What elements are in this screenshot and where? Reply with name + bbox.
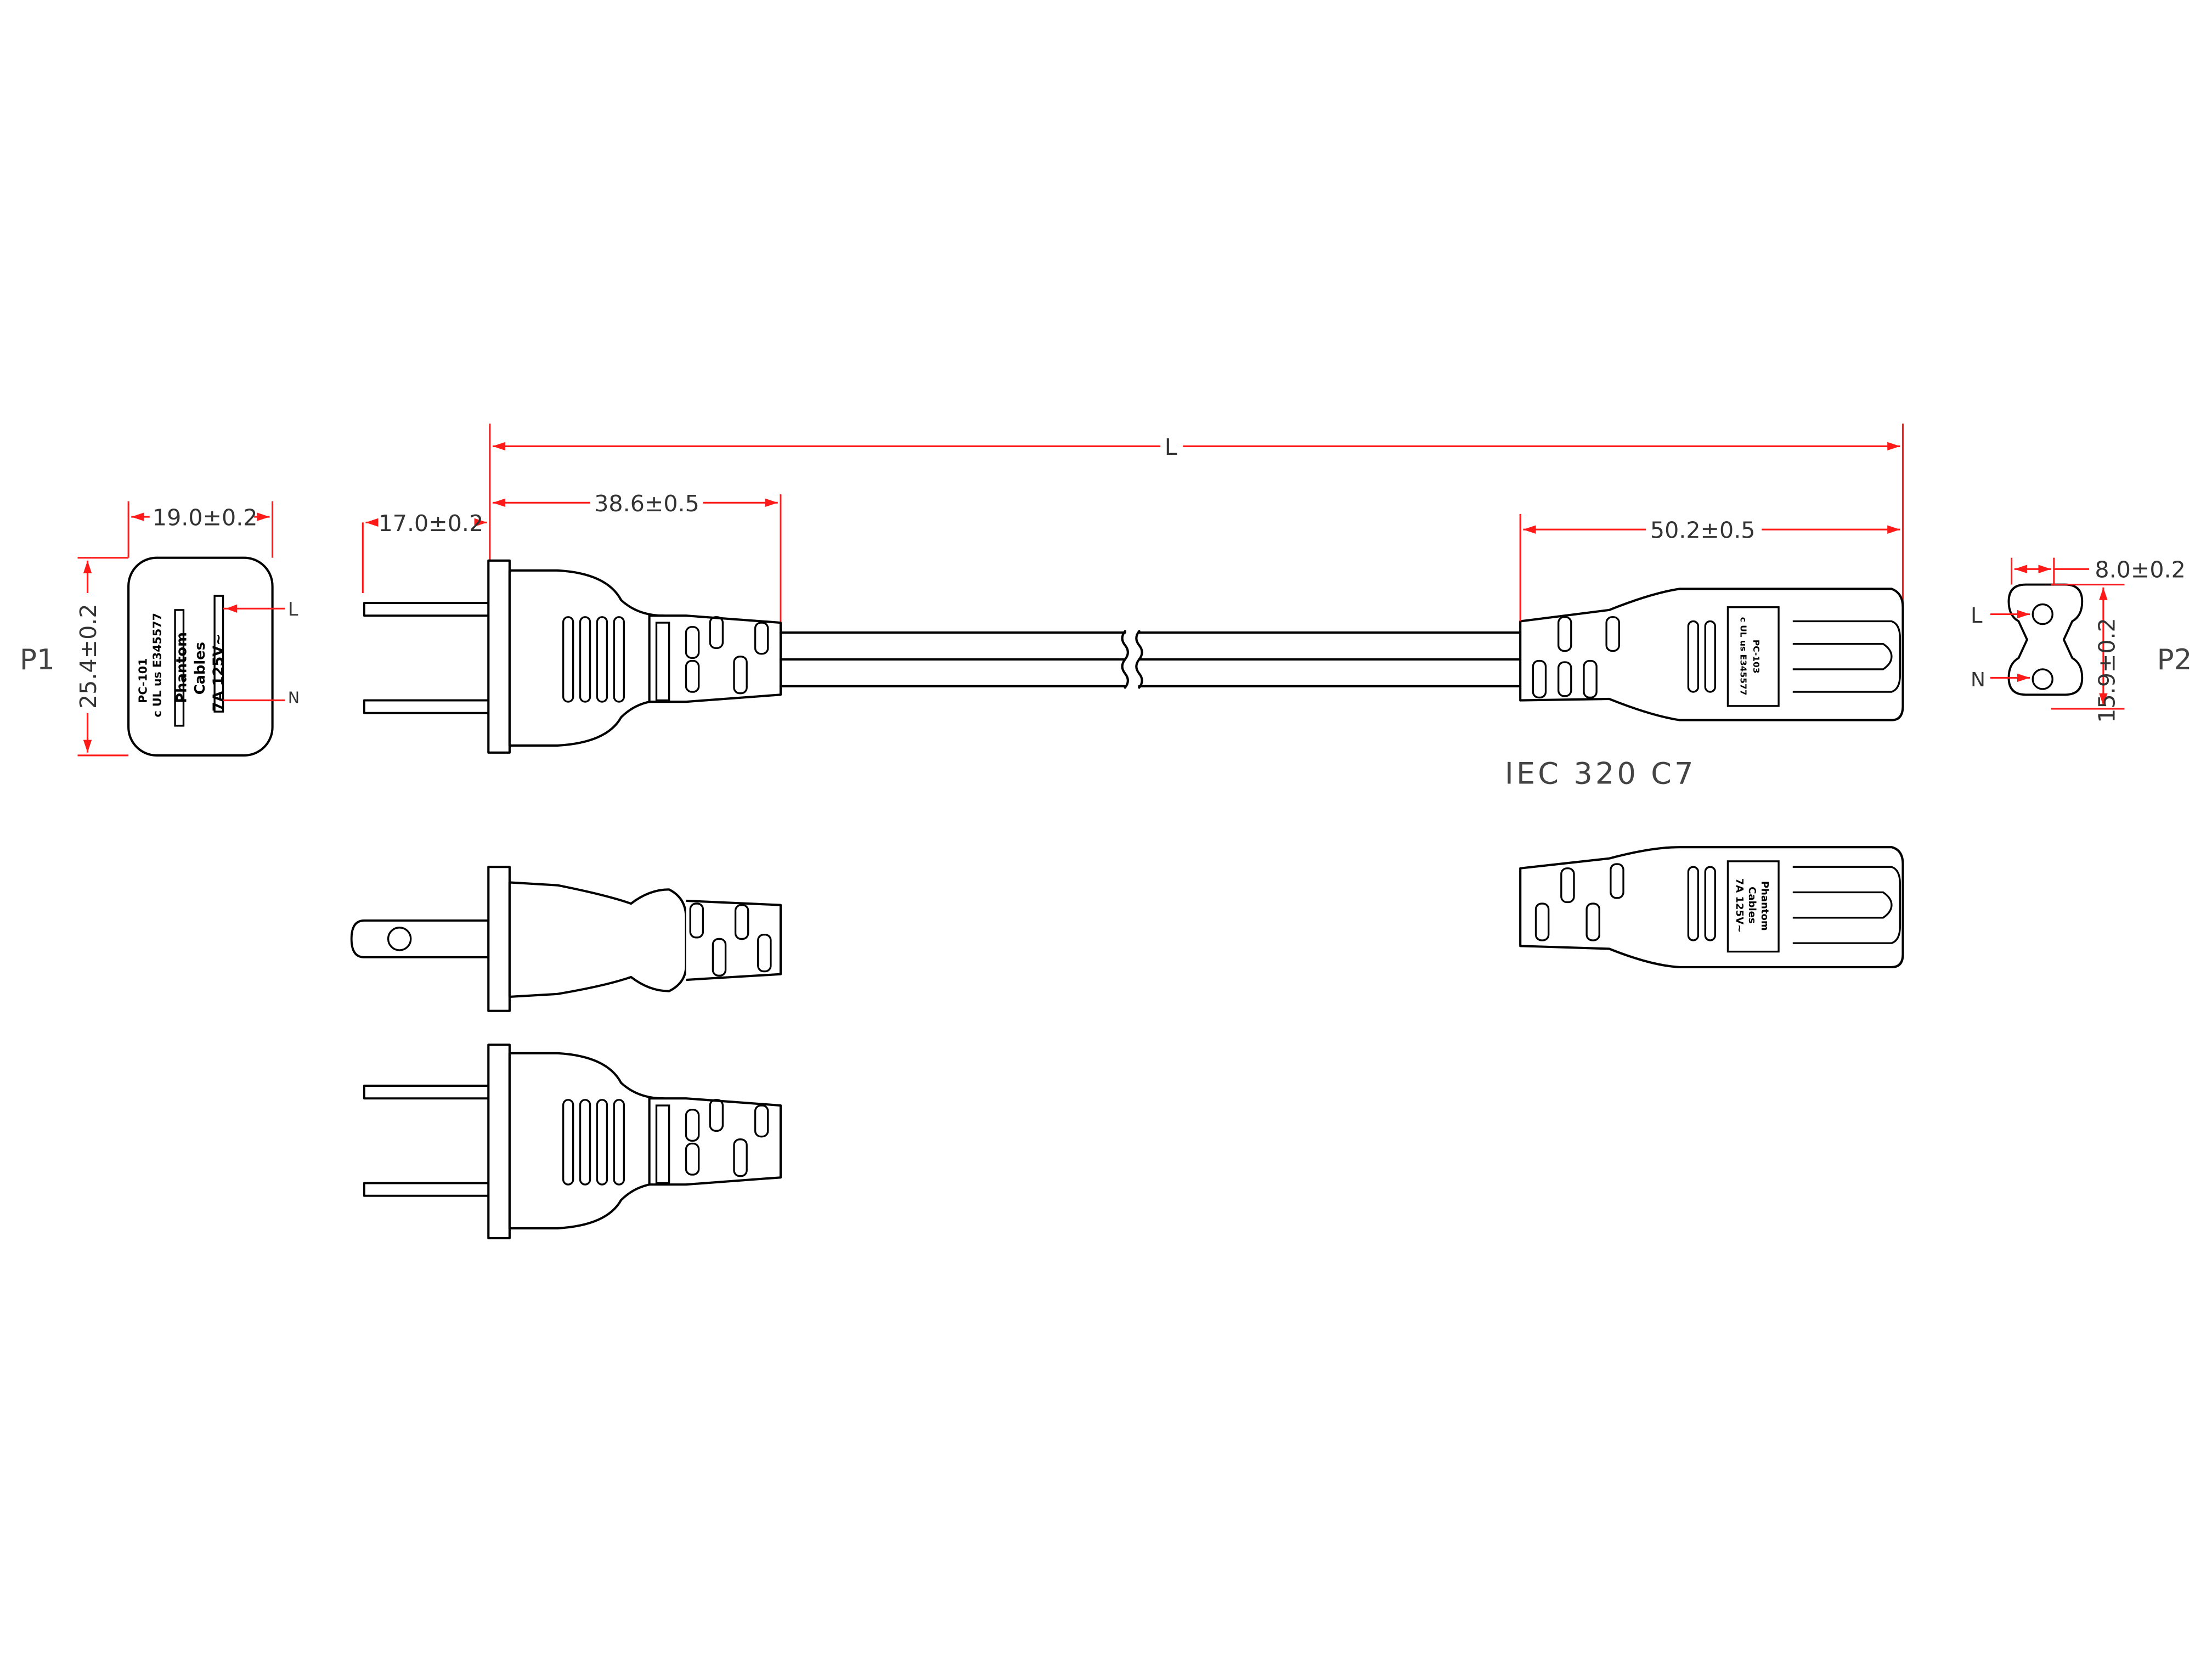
plug-width-dim: 19.0±0.2 <box>153 505 258 531</box>
connector-cert: c UL us E345577 <box>1739 617 1748 696</box>
plug-end-label: P1 <box>20 644 55 676</box>
connector-type-label: IEC 320 C7 <box>1505 756 1696 791</box>
plug-face-markings: PC-101 c UL us E345577 Phantom Cables 7A… <box>137 613 227 717</box>
connector-face-view: L N 8.0±0.2 15.9±0.2 P2 <box>1971 557 2192 723</box>
cable <box>779 630 1522 689</box>
connector-rating: 7A 125V~ <box>1734 878 1745 933</box>
connector-pin-line: L <box>1971 603 1983 628</box>
connector-brand-2: Cables <box>1746 887 1758 923</box>
plug-side-view <box>363 559 782 754</box>
connector-model: PC-103 <box>1751 640 1761 674</box>
connector-brand: Phantom <box>1759 881 1770 931</box>
connector-end-label: P2 <box>2157 644 2192 676</box>
plug-blade-dim: 17.0±0.2 <box>379 510 484 537</box>
plug-top-view <box>350 866 782 1012</box>
plug-face-view: P1 PC-101 c UL us E345577 Phantom Cables… <box>20 501 300 757</box>
cord-side-view: L 17.0±0.2 38.6±0.5 <box>362 424 1904 791</box>
connector-width-dim: 8.0±0.2 <box>2095 557 2185 583</box>
plug-pin-line: L <box>288 599 298 620</box>
plug-brand-2: Cables <box>192 642 208 695</box>
connector-pin-neutral: N <box>1971 669 1985 691</box>
overall-length-label: L <box>1165 434 1177 460</box>
plug-rating: 7A 125V~ <box>211 634 227 712</box>
plug-height-dim: 25.4±0.2 <box>75 603 101 709</box>
plug-model: PC-101 <box>137 658 150 703</box>
plug-side-view-2 <box>363 1043 782 1239</box>
plug-pin-neutral: N <box>288 689 300 707</box>
plug-brand: Phantom <box>174 632 190 703</box>
plug-body-dim: 38.6±0.5 <box>594 490 699 517</box>
connector-top-view: Phantom Cables 7A 125V~ <box>1519 846 1904 968</box>
connector-height-dim: 15.9±0.2 <box>2094 618 2120 723</box>
connector-side-view: PC-103 c UL us E345577 <box>1519 588 1904 721</box>
plug-cert: c UL us E345577 <box>150 613 163 717</box>
connector-body-dim: 50.2±0.5 <box>1650 517 1756 544</box>
